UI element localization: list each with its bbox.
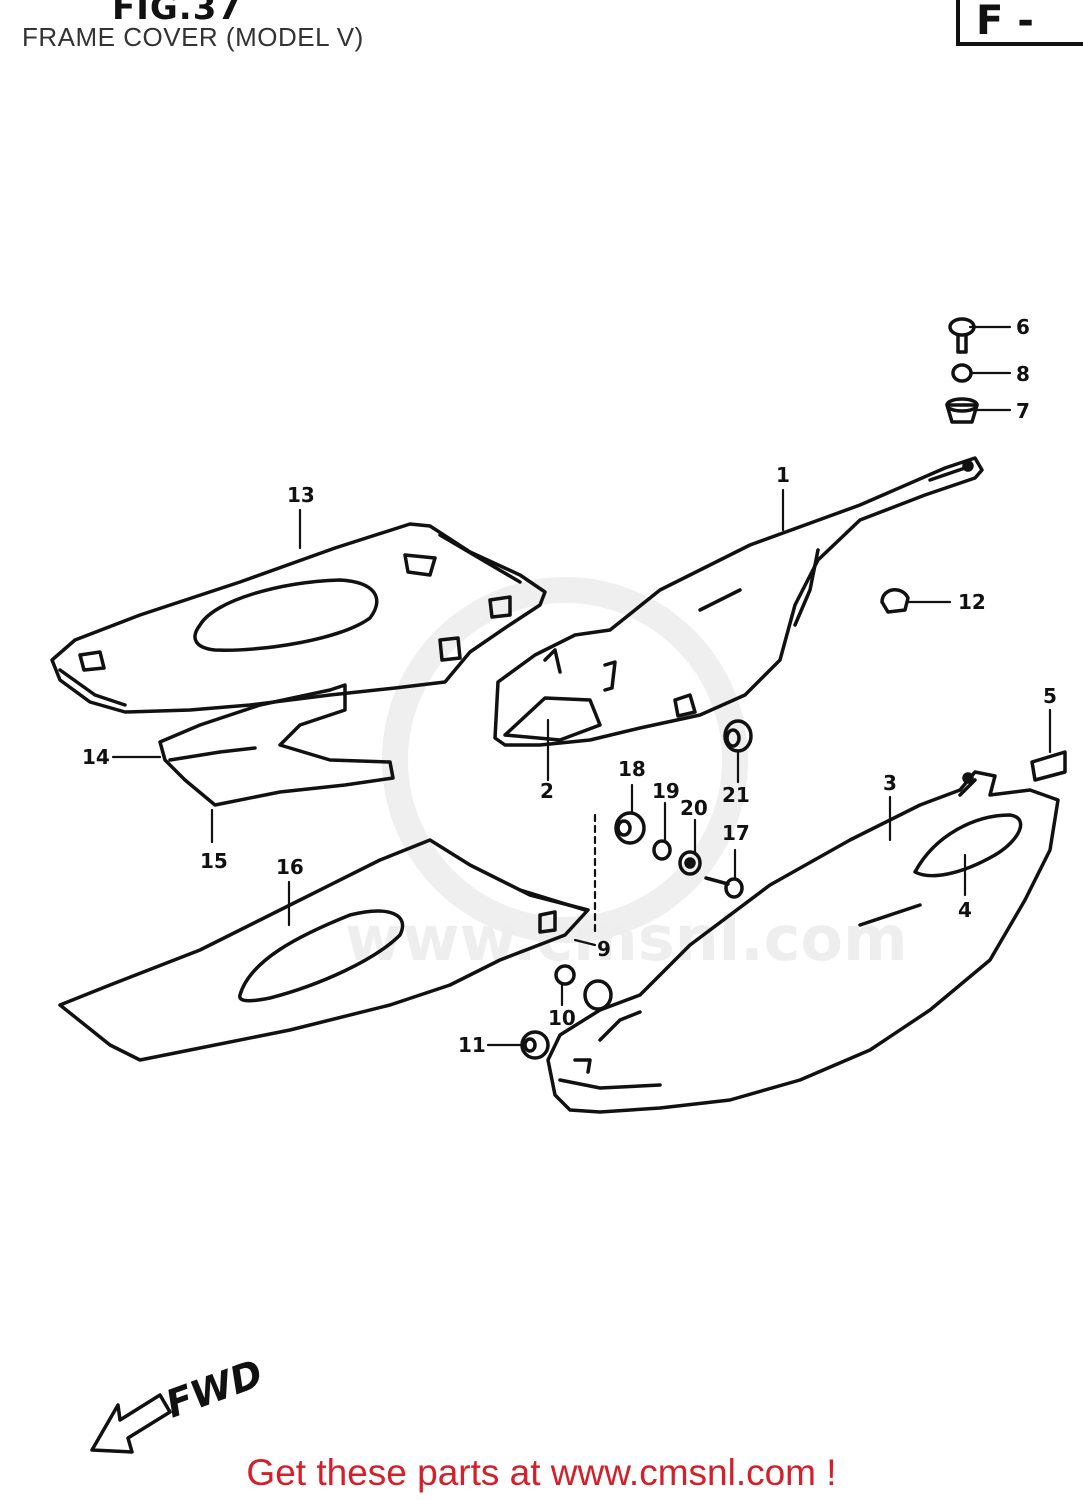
footer-call-to-action[interactable]: Get these parts at www.cmsnl.com !	[246, 1452, 837, 1493]
part-screw-17	[704, 876, 744, 899]
part-grommet-18	[614, 811, 646, 845]
callout-10: 10	[548, 1006, 576, 1030]
part-lower-cover	[58, 838, 590, 1062]
part-grommet-9	[583, 979, 613, 1011]
callout-18: 18	[618, 757, 646, 781]
callout-5: 5	[1043, 684, 1057, 708]
part-grommet-7	[945, 397, 979, 424]
callout-16: 16	[276, 855, 304, 879]
callout-12: 12	[958, 590, 986, 614]
part-frame-cover-rear	[50, 522, 547, 714]
part-clip-12	[880, 588, 910, 614]
fwd-arrow	[90, 1393, 172, 1454]
section-code: F -	[976, 0, 1034, 44]
callout-11: 11	[458, 1033, 486, 1057]
part-frame-cover-upper	[493, 456, 984, 747]
callout-2: 2	[540, 779, 554, 803]
callout-20: 20	[680, 796, 708, 820]
part-spacer-19	[652, 839, 672, 861]
figure-label: FIG.37	[112, 0, 243, 28]
callout-4: 4	[958, 898, 972, 922]
watermark-text: www.cmsnl.com	[345, 902, 908, 975]
callout-17: 17	[722, 821, 750, 845]
callout-1: 1	[776, 463, 790, 487]
leader-lines	[111, 325, 1052, 1047]
callout-6: 6	[1016, 315, 1030, 339]
part-washer-8	[951, 363, 973, 383]
callout-9: 9	[597, 937, 611, 961]
cmsnl-watermark: www.cmsnl.com	[345, 577, 908, 975]
part-washer-20	[678, 850, 702, 876]
callout-8: 8	[1016, 362, 1030, 386]
callout-14: 14	[82, 745, 110, 769]
callout-21: 21	[722, 783, 750, 807]
fwd-label: FWD	[160, 1351, 268, 1426]
callout-15: 15	[200, 849, 228, 873]
callout-labels: 1 2 3 4 5 6 7 8 9 10 11 12 13 14 15 16 1…	[82, 315, 1057, 1057]
callout-13: 13	[287, 483, 315, 507]
part-spacer-10	[554, 964, 576, 986]
part-bolt-6	[948, 317, 976, 354]
callout-3: 3	[883, 771, 897, 795]
page-subtitle: FRAME COVER (MODEL V)	[22, 22, 364, 52]
part-grommet-11	[520, 1030, 550, 1060]
part-cushion-5	[1030, 750, 1067, 782]
section-code-box: F -	[956, 0, 1083, 46]
part-side-cover-right	[546, 770, 1060, 1114]
callout-19: 19	[652, 779, 680, 803]
callout-7: 7	[1016, 399, 1030, 423]
part-cover-strip	[158, 683, 395, 807]
